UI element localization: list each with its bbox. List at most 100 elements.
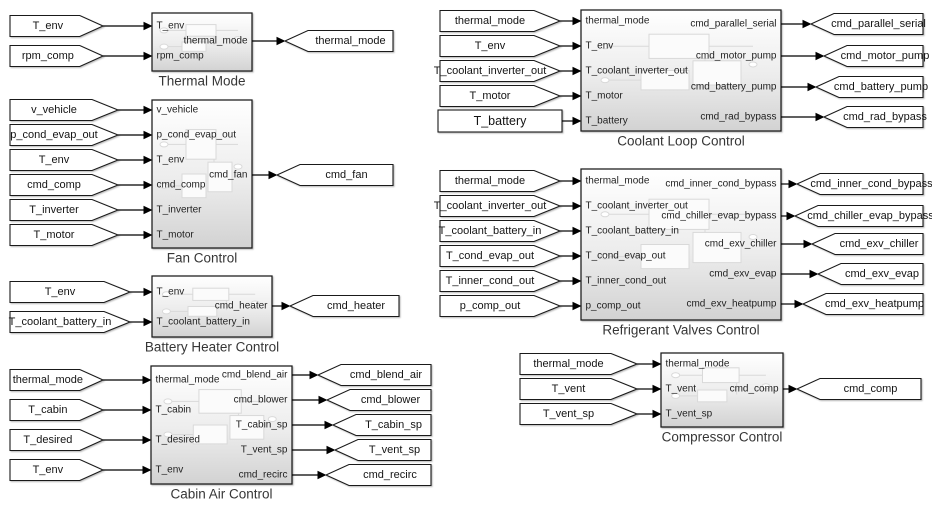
input-tag-shape[interactable] [519,377,639,401]
output-tag-cmd-rad-bypass[interactable]: cmd_rad_bypass [822,105,927,129]
input-tag-shape[interactable] [9,458,105,482]
output-tag-shape[interactable] [795,172,924,196]
input-tag-shape[interactable] [9,173,120,197]
arrowhead-icon [142,405,152,415]
input-tag-shape[interactable] [439,169,562,193]
output-tag-shape[interactable] [275,163,394,187]
input-tag-shape[interactable] [9,98,120,122]
input-tag-shape[interactable] [439,84,562,108]
input-tag-t-coolant-battery-in[interactable]: T_coolant_battery_in [439,219,562,243]
outport-label: cmd_exv_chiller [705,239,777,250]
output-tag-shape[interactable] [801,292,924,316]
input-tag-shape[interactable] [9,223,120,247]
output-tag-cmd-blower[interactable]: cmd_blower [325,388,432,412]
input-tag-p-comp-out[interactable]: p_comp_out [439,294,562,318]
input-tag-cmd-comp[interactable]: cmd_comp [9,173,120,197]
input-tag-t-motor[interactable]: T_motor [9,223,120,247]
input-tag-t-env[interactable]: T_env [9,14,105,38]
output-tag-cmd-motor-pump[interactable]: cmd_motor_pump [822,44,929,68]
input-tag-shape[interactable] [439,194,562,218]
input-tag-t-cond-evap-out[interactable]: T_cond_evap_out [439,244,562,268]
output-tag-cmd-recirc[interactable]: cmd_recirc [324,463,432,487]
outport-label: cmd_parallel_serial [690,19,776,30]
output-tag-t-cabin-sp[interactable]: T_cabin_sp [331,413,432,437]
input-tag-shape[interactable] [9,280,132,304]
output-tag-cmd-heater[interactable]: cmd_heater [288,294,400,318]
input-tag-thermal-mode[interactable]: thermal_mode [439,169,562,193]
output-tag-cmd-parallel-serial[interactable]: cmd_parallel_serial [809,12,926,36]
output-tag-cmd-fan[interactable]: cmd_fan [275,163,394,187]
input-tag-shape[interactable] [439,219,562,243]
output-tag-cmd-exv-evap[interactable]: cmd_exv_evap [816,262,924,286]
output-tag-cmd-battery-pump[interactable]: cmd_battery_pump [814,75,928,99]
input-tag-shape[interactable] [9,44,105,68]
output-tag-shape[interactable] [816,262,924,286]
input-tag-p-cond-evap-out[interactable]: p_cond_evap_out [9,123,120,147]
input-tag-shape[interactable] [9,398,105,422]
output-tag-shape[interactable] [325,388,432,412]
output-tag-shape[interactable] [793,204,924,228]
input-tag-shape[interactable] [9,198,120,222]
input-tag-t-inverter[interactable]: T_inverter [9,198,120,222]
input-tag-t-motor[interactable]: T_motor [439,84,562,108]
output-tag-label: cmd_blower [361,394,421,406]
output-tag-shape[interactable] [331,413,432,437]
input-tag-thermal-mode[interactable]: thermal_mode [519,352,639,376]
output-tag-shape[interactable] [333,438,432,462]
output-tag-shape[interactable] [822,44,924,68]
input-tag-rpm-comp[interactable]: rpm_comp [9,44,105,68]
output-tag-shape[interactable] [810,232,924,256]
input-tag-t-coolant-battery-in[interactable]: T_coolant_battery_in [9,310,132,334]
input-tag-shape[interactable] [439,294,562,318]
input-tag-t-desired[interactable]: T_desired [9,428,105,452]
input-tag-shape[interactable] [439,269,562,293]
output-tag-shape[interactable] [795,377,922,401]
input-tag-t-env[interactable]: T_env [9,280,132,304]
input-tag-shape[interactable] [9,148,120,172]
output-tag-shape[interactable] [809,12,924,36]
output-tag-shape[interactable] [814,75,924,99]
output-tag-shape[interactable] [822,105,924,129]
input-tag-thermal-mode[interactable]: thermal_mode [439,9,562,33]
input-tag-t-cabin[interactable]: T_cabin [9,398,105,422]
input-tag-t-vent-sp[interactable]: T_vent_sp [519,402,639,426]
input-tag-t-env[interactable]: T_env [439,34,562,58]
output-tag-cmd-exv-heatpump[interactable]: cmd_exv_heatpump [801,292,924,316]
input-tag-t-vent[interactable]: T_vent [519,377,639,401]
input-tag-shape[interactable] [9,368,105,392]
output-tag-cmd-chiller-evap-bypass[interactable]: cmd_chiller_evap_bypass [793,204,932,228]
input-tag-t-battery[interactable]: T_battery [437,109,563,133]
input-tag-t-env[interactable]: T_env [9,148,120,172]
input-tag-shape[interactable] [9,310,132,334]
input-tag-shape[interactable] [9,14,105,38]
input-tag-shape[interactable] [439,244,562,268]
input-tag-shape[interactable] [519,352,639,376]
output-tag-t-vent-sp[interactable]: T_vent_sp [333,438,432,462]
output-tag-cmd-inner-cond-bypass[interactable]: cmd_inner_cond_bypass [795,172,932,196]
output-tag-shape[interactable] [316,363,432,387]
input-tag-shape[interactable] [439,9,562,33]
inport-label: thermal_mode [666,359,730,370]
input-tag-shape[interactable] [519,402,639,426]
input-tag-t-coolant-inverter-out[interactable]: T_coolant_inverter_out [434,194,562,218]
input-tag-shape[interactable] [439,59,562,83]
output-tag-shape[interactable] [324,463,432,487]
output-tag-cmd-comp[interactable]: cmd_comp [795,377,922,401]
input-tag-thermal-mode[interactable]: thermal_mode [9,368,105,392]
input-tag-shape[interactable] [439,34,562,58]
input-tag-v-vehicle[interactable]: v_vehicle [9,98,120,122]
output-tag-thermal-mode[interactable]: thermal_mode [283,29,394,53]
input-tag-t-coolant-inverter-out[interactable]: T_coolant_inverter_out [434,59,562,83]
input-tag-shape[interactable] [9,428,105,452]
input-tag-shape[interactable] [9,123,120,147]
input-tag-t-env[interactable]: T_env [9,458,105,482]
subsystem-block-cabin-air-control[interactable] [150,365,293,485]
preview-port-icon [233,163,243,170]
output-tag-shape[interactable] [283,29,394,53]
arrowhead-icon [572,301,582,311]
output-tag-shape[interactable] [288,294,400,318]
output-tag-cmd-blend-air[interactable]: cmd_blend_air [316,363,432,387]
output-tag-cmd-exv-chiller[interactable]: cmd_exv_chiller [810,232,924,256]
input-tag-t-inner-cond-out[interactable]: T_inner_cond_out [439,269,562,293]
